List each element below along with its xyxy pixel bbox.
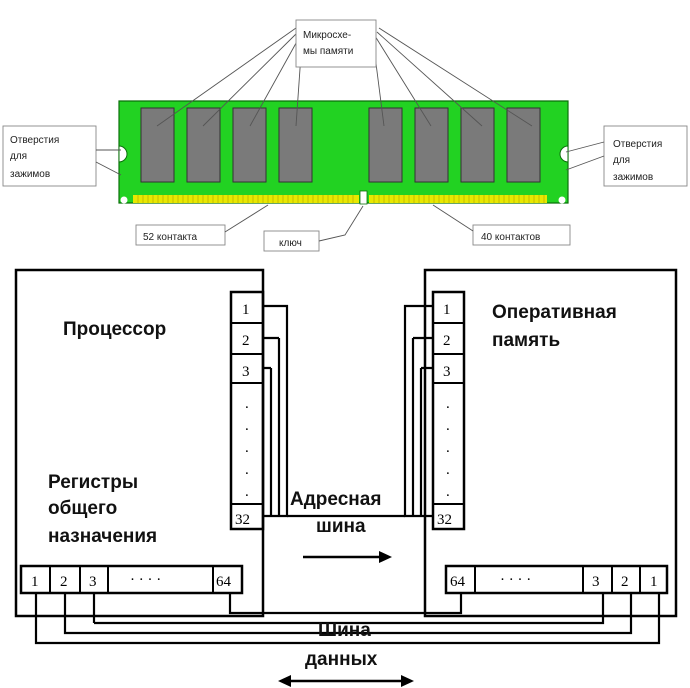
ram-addr-cell-1: 1 xyxy=(443,302,451,318)
memory-chips xyxy=(140,107,541,183)
cpu-address-wires xyxy=(263,304,289,518)
ram-data-register xyxy=(444,564,669,595)
ram-addr-dots: . . . . . xyxy=(446,396,450,500)
ram-data-cell-1: 1 xyxy=(650,574,658,590)
clamp-hole-right xyxy=(558,196,566,204)
svg-text:.: . xyxy=(245,396,249,412)
ram-data-dots: · · · · xyxy=(500,572,531,588)
cpu-addr-cell-3: 3 xyxy=(242,364,250,380)
contacts-left-strip xyxy=(133,195,359,203)
ram-title-line2: память xyxy=(492,330,560,351)
key-label: ключ xyxy=(279,238,302,249)
memory-chip xyxy=(232,107,267,183)
cpu-data-cell-3: 3 xyxy=(89,574,97,590)
contacts-right-strip xyxy=(369,195,547,203)
clamp-label-left-1: Отверстия xyxy=(10,135,59,146)
memory-module-illustration: Микросхе- мы памяти Отверстия для зажимо… xyxy=(2,19,688,252)
svg-text:.: . xyxy=(446,462,450,478)
clamp-callout-left xyxy=(2,125,97,187)
svg-text:.: . xyxy=(446,396,450,412)
cpu-addr-cell-1: 1 xyxy=(242,302,250,318)
svg-text:.: . xyxy=(245,440,249,456)
ram-addr-cell-32: 32 xyxy=(437,512,452,528)
processor-title: Процессор xyxy=(63,319,166,340)
ram-title-line1: Оперативная xyxy=(492,302,617,323)
clamp-label-right-3: зажимов xyxy=(613,172,653,183)
svg-text:.: . xyxy=(245,418,249,434)
memory-chip xyxy=(506,107,541,183)
contacts-right-label: 40 контактов xyxy=(481,232,540,243)
memory-chip xyxy=(368,107,403,183)
contact-pins xyxy=(137,195,545,203)
data-bus-label-line1: Шина xyxy=(318,620,371,641)
bus-diagram xyxy=(14,268,678,645)
ram-data-cell-64: 64 xyxy=(450,574,466,590)
clamp-label-right-1: Отверстия xyxy=(613,139,662,150)
data-bus-label-line2: данных xyxy=(305,649,378,670)
clamp-label-left-3: зажимов xyxy=(10,169,50,180)
ram-data-cell-3: 3 xyxy=(592,574,600,590)
cpu-addr-cell-32: 32 xyxy=(235,512,250,528)
contacts-right-callout xyxy=(472,224,571,246)
cpu-data-dots: · · · · xyxy=(130,572,161,588)
address-bus-label-line1: Адресная xyxy=(290,489,381,510)
chips-label-line1: Микросхе- xyxy=(303,30,351,41)
svg-text:.: . xyxy=(446,418,450,434)
ram-box xyxy=(423,268,678,618)
key-notch xyxy=(359,190,368,205)
clamp-leader-left xyxy=(95,149,122,176)
chip-leader-lines xyxy=(156,27,533,127)
ram-address-wires xyxy=(403,304,433,518)
key-leader xyxy=(318,205,364,242)
memory-chip xyxy=(278,107,313,183)
svg-text:.: . xyxy=(245,484,249,500)
cpu-data-cell-1: 1 xyxy=(31,574,39,590)
clamp-label-right-2: для xyxy=(613,155,630,166)
memory-chip xyxy=(460,107,495,183)
chips-label-line2: мы памяти xyxy=(303,46,353,57)
registers-label-line1: Регистры xyxy=(48,472,138,493)
clamp-label-left-2: для xyxy=(10,151,27,162)
memory-chip xyxy=(140,107,175,183)
address-bus-label-line2: шина xyxy=(316,516,366,537)
memory-board xyxy=(118,100,569,204)
address-bus-arrow xyxy=(303,551,392,563)
clamp-leader-right xyxy=(565,141,605,171)
svg-text:.: . xyxy=(245,462,249,478)
ram-address-register xyxy=(431,290,466,531)
memory-chip xyxy=(186,107,221,183)
clamp-hole-left xyxy=(120,196,128,204)
chips-callout-box xyxy=(295,19,377,68)
svg-text:.: . xyxy=(446,440,450,456)
svg-text:.: . xyxy=(446,484,450,500)
data-bus-wires xyxy=(34,593,661,645)
ram-addr-cell-2: 2 xyxy=(443,333,451,349)
cpu-address-register xyxy=(229,290,265,531)
clamp-notch-right-top xyxy=(559,145,569,163)
cpu-data-register xyxy=(19,564,244,595)
cpu-addr-cell-2: 2 xyxy=(242,333,250,349)
cpu-data-cell-64: 64 xyxy=(216,574,232,590)
data-bus-arrow xyxy=(278,675,414,687)
memory-chip xyxy=(414,107,449,183)
cpu-addr-dots: . . . . . xyxy=(245,396,249,500)
contacts-left-leader xyxy=(224,204,269,233)
ram-data-cell-2: 2 xyxy=(621,574,629,590)
contacts-right-leader xyxy=(432,204,474,232)
registers-label-line2: общего xyxy=(48,498,117,519)
ram-addr-cell-3: 3 xyxy=(443,364,451,380)
contacts-left-label: 52 контакта xyxy=(143,232,197,243)
registers-label-line3: назначения xyxy=(48,526,157,547)
cpu-data-cell-2: 2 xyxy=(60,574,68,590)
contacts-left-callout xyxy=(135,224,226,246)
